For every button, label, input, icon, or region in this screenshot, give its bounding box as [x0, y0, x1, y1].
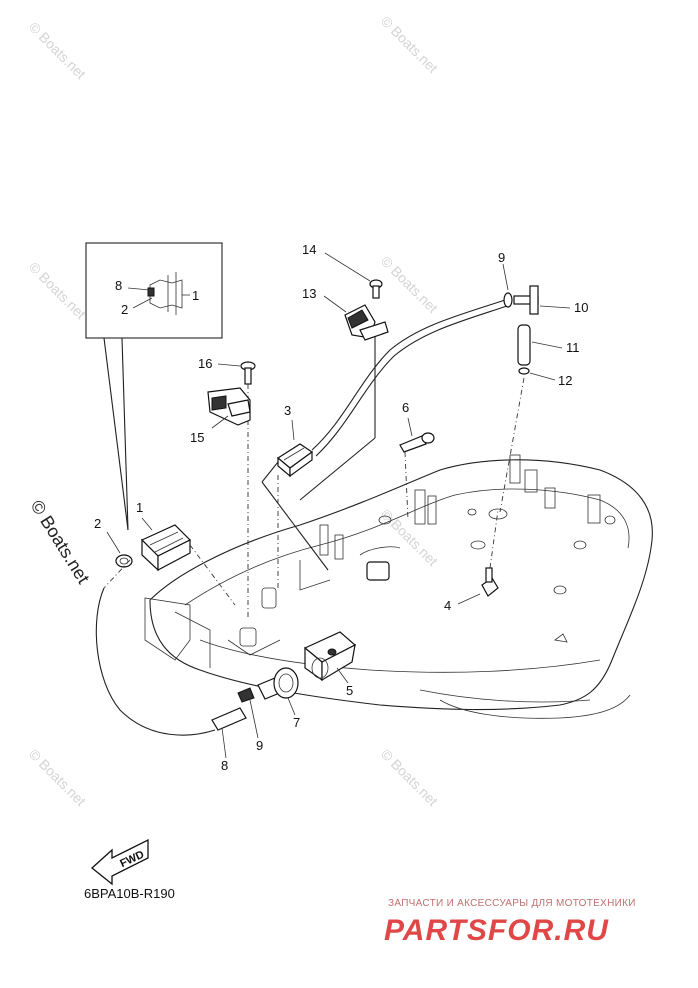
watermark-1: © Boats.net: [26, 19, 89, 82]
callout-7: 7: [293, 715, 300, 730]
watermark-dark: © Boats.net: [27, 497, 94, 588]
bottom-cowling: [144, 454, 653, 719]
callout-2-inset: 2: [121, 302, 128, 317]
detail-inset: 8 2 1: [85, 242, 223, 531]
part-3-grommet: 3: [261, 299, 508, 590]
callout-14: 14: [302, 242, 316, 257]
part-16-bolt: 16: [198, 356, 256, 620]
diagram-code: 6BPA10B-R190: [84, 886, 175, 901]
part-8-hose: 8: [95, 559, 247, 773]
brand-tagline: ЗАПЧАСТИ И АКСЕССУАРЫ ДЛЯ МОТОТЕХНИКИ: [388, 898, 636, 909]
callout-1: 1: [136, 500, 143, 515]
part-11-hose: 11: [499, 324, 580, 513]
callout-3: 3: [284, 403, 291, 418]
part-7-connector: 7: [257, 667, 300, 730]
part-9-clip-top: 9: [498, 250, 513, 308]
callout-5: 5: [346, 683, 353, 698]
callout-6: 6: [402, 400, 409, 415]
watermark-2: © Boats.net: [378, 13, 441, 76]
callout-9-top: 9: [498, 250, 505, 265]
watermark-5: © Boats.net: [378, 506, 441, 569]
part-2-clip: 2: [94, 516, 133, 568]
callout-13: 13: [302, 286, 316, 301]
callout-15: 15: [190, 430, 204, 445]
part-9-clip-bottom: 9: [237, 687, 263, 753]
watermark-4: © Boats.net: [378, 253, 441, 316]
fwd-label: FWD: [118, 849, 146, 870]
part-15-holder: 15: [190, 387, 251, 445]
callout-2: 2: [94, 516, 101, 531]
callout-16: 16: [198, 356, 212, 371]
callout-8: 8: [221, 758, 228, 773]
callout-11: 11: [566, 340, 580, 355]
callout-4: 4: [444, 598, 451, 613]
brand-logo: ЗАПЧАСТИ И АКСЕССУАРЫ ДЛЯ МОТОТЕХНИКИ PA…: [384, 898, 636, 947]
part-1-grommet: 1: [136, 500, 236, 606]
watermark-3: © Boats.net: [26, 259, 89, 322]
watermark-6: © Boats.net: [26, 746, 89, 809]
callout-1-inset: 1: [192, 288, 199, 303]
part-12-clip: 12: [518, 367, 572, 388]
watermark-7: © Boats.net: [378, 746, 441, 809]
brand-name: PARTSFOR.RU: [384, 914, 609, 947]
part-10-joint: 10: [513, 285, 588, 315]
callout-8-inset: 8: [115, 278, 122, 293]
part-13-bracket: 13: [302, 286, 389, 341]
part-4-nipple: 4: [444, 509, 499, 613]
part-6-screw: 6: [399, 400, 435, 521]
callout-10: 10: [574, 300, 588, 315]
part-5-grommet: 5: [303, 631, 357, 698]
fwd-arrow: FWD: [90, 838, 149, 886]
part-14-screw: 14: [302, 242, 383, 299]
callout-9-bottom: 9: [256, 738, 263, 753]
callout-12: 12: [558, 373, 572, 388]
